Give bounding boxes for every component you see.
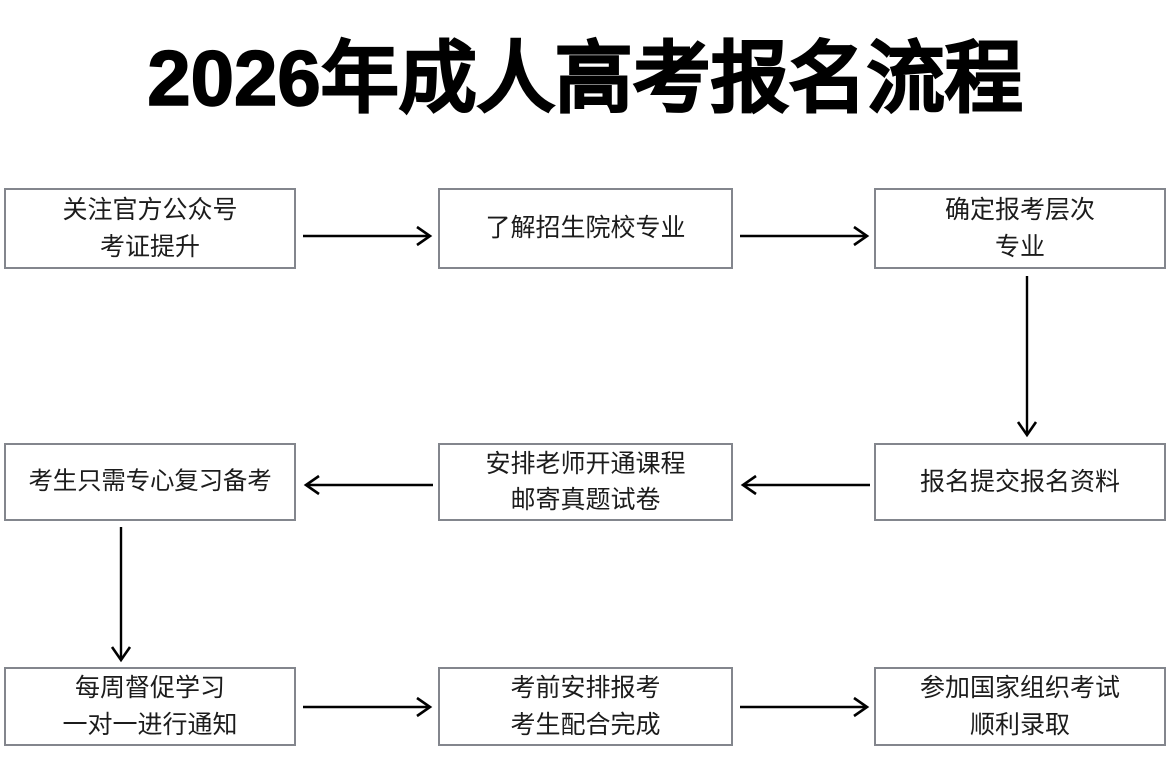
arrow-n6-to-n7: [107, 527, 135, 663]
flow-node-n9-line-1: 参加国家组织考试: [919, 674, 1120, 703]
flow-node-n7-line-2: 一对一进行通知: [62, 710, 238, 739]
flow-node-n4[interactable]: 报名提交报名资料: [874, 443, 1166, 521]
arrow-n2-to-n3: [740, 222, 870, 250]
arrow-n8-to-n9: [740, 693, 870, 721]
flow-node-n3[interactable]: 确定报考层次 专业: [874, 188, 1166, 269]
arrow-n7-to-n8: [303, 693, 433, 721]
flow-node-n2[interactable]: 了解招生院校专业: [438, 188, 733, 269]
flow-node-n1[interactable]: 关注官方公众号 考证提升: [4, 188, 296, 269]
flow-node-n1-line-2: 考证提升: [99, 232, 200, 261]
flow-node-n7[interactable]: 每周督促学习 一对一进行通知: [4, 667, 296, 746]
flow-node-n8-line-2: 考生配合完成: [510, 710, 661, 739]
arrow-n5-to-n6: [303, 471, 433, 499]
flow-node-n5-line-1: 安排老师开通课程: [485, 449, 686, 478]
arrow-n3-to-n4: [1013, 276, 1041, 438]
flow-node-n7-line-1: 每周督促学习: [74, 674, 225, 703]
flow-node-n9[interactable]: 参加国家组织考试 顺利录取: [874, 667, 1166, 746]
page-title: 2026年成人高考报名流程: [146, 34, 1023, 122]
arrow-n1-to-n2: [303, 222, 433, 250]
flow-node-n3-line-1: 确定报考层次: [944, 196, 1095, 225]
flow-node-n5[interactable]: 安排老师开通课程 邮寄真题试卷: [438, 443, 733, 521]
flow-node-n3-line-2: 专业: [994, 232, 1045, 261]
flow-node-n8[interactable]: 考前安排报考 考生配合完成: [438, 667, 733, 746]
flow-node-n6-line-1: 考生只需专心复习备考: [28, 468, 272, 496]
flow-node-n8-line-1: 考前安排报考: [510, 674, 661, 703]
flow-node-n1-line-1: 关注官方公众号: [62, 196, 238, 225]
flow-node-n6[interactable]: 考生只需专心复习备考: [4, 443, 296, 521]
flow-node-n5-line-2: 邮寄真题试卷: [510, 486, 661, 514]
flow-node-n2-line-1: 了解招生院校专业: [485, 214, 686, 243]
flow-node-n9-line-2: 顺利录取: [969, 710, 1070, 739]
flow-node-n4-line-1: 报名提交报名资料: [919, 467, 1120, 496]
arrow-n4-to-n5: [740, 471, 870, 499]
